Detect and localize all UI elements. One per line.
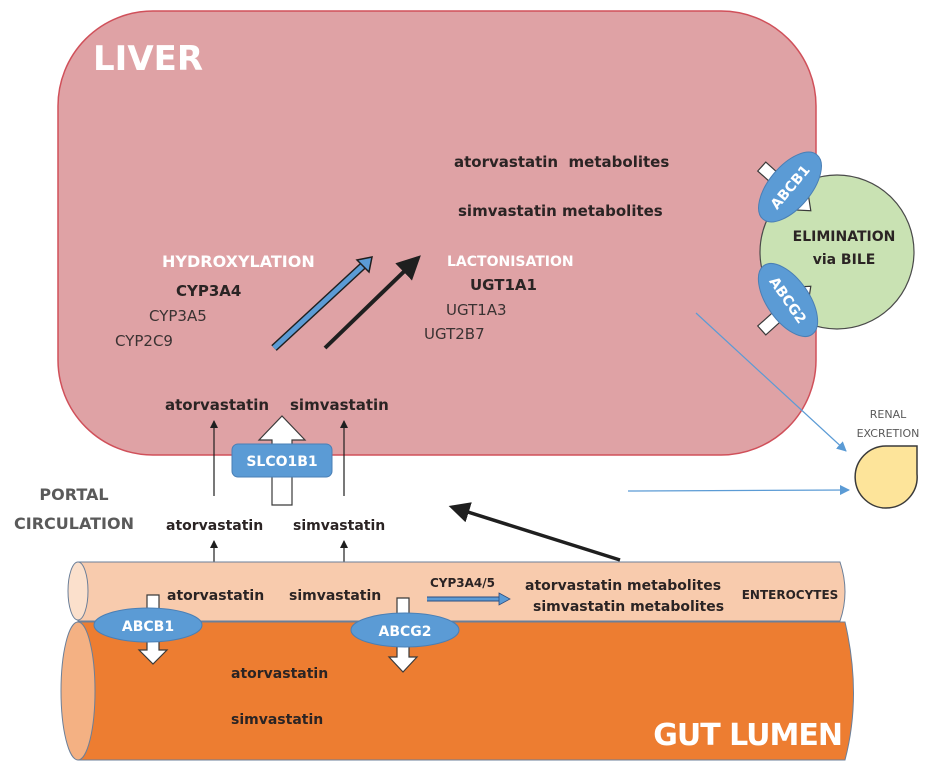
enzyme-cyp3a5: CYP3A5 [149,307,207,325]
arrow-metabolites-to-portal [448,502,621,562]
enterocyte-metabolite-atorvastatin: atorvastatin metabolites [525,578,721,594]
gut-lumen: GUT LUMEN atorvastatin simvastatin [60,621,854,761]
lactonisation-arrow [323,255,421,350]
renal-excretion: RENAL EXCRETION [627,312,920,509]
arrow-circulation-to-renal [627,485,850,496]
arrow-liver-to-renal [695,312,847,452]
portal-label-line2: CIRCULATION [14,514,134,533]
enzyme-cyp3a4: CYP3A4 [176,282,241,300]
gut-lumen-label: GUT LUMEN [653,718,842,753]
svg-text:ABCG2: ABCG2 [378,624,431,640]
renal-label-line1: RENAL [870,408,907,421]
enzyme-cyp2c9: CYP2C9 [115,332,173,350]
svg-text:SLCO1B1: SLCO1B1 [246,454,317,470]
renal-label-line2: EXCRETION [857,427,920,440]
enzyme-ugt2b7: UGT2B7 [424,325,485,343]
gut-drug-simvastatin: simvastatin [231,712,323,728]
renal-shape [854,445,918,509]
bile-elimination: ELIMINATION via BILE ABCB1 ABCG2 [756,151,915,337]
portal-drug-atorvastatin: atorvastatin [166,518,263,534]
enterocyte-metabolism-arrow [427,592,511,606]
transporter-abcg2-gut: ABCG2 [350,612,460,648]
transporter-abcb1-gut: ABCB1 [93,607,203,643]
enterocyte-enzyme-cyp3a4-5: CYP3A4/5 [430,576,495,590]
portal-circulation: PORTAL CIRCULATION SLCO1B1 atorvastatin … [14,415,621,570]
hydroxylation-label: HYDROXYLATION [162,252,315,271]
liver: LIVER atorvastatin metabolites simvastat… [57,10,817,456]
liver-metabolite-simvastatin: simvastatin metabolites [458,202,663,220]
enterocyte-drug-simvastatin: simvastatin [289,588,381,604]
liver-drug-atorvastatin: atorvastatin [165,396,269,414]
hydroxylation-arrow [271,256,373,351]
enzyme-ugt1a1: UGT1A1 [470,276,537,294]
enzyme-ugt1a3: UGT1A3 [446,301,507,319]
enterocytes-label: ENTEROCYTES [742,588,839,602]
portal-label-line1: PORTAL [39,485,108,504]
bile-label-line2: via BILE [813,252,876,268]
enterocyte-metabolite-simvastatin: simvastatin metabolites [533,599,724,615]
portal-drug-simvastatin: simvastatin [293,518,385,534]
enterocytes: ENTEROCYTES atorvastatin simvastatin CYP… [67,561,846,622]
transporter-slco1b1: SLCO1B1 [231,443,333,478]
enterocyte-drug-atorvastatin: atorvastatin [167,588,264,604]
bile-label-line1: ELIMINATION [793,229,896,245]
liver-metabolite-atorvastatin: atorvastatin metabolites [454,153,669,171]
liver-drug-simvastatin: simvastatin [290,396,389,414]
gut-drug-atorvastatin: atorvastatin [231,666,328,682]
lactonisation-label: LACTONISATION [447,254,574,270]
svg-text:ABCB1: ABCB1 [122,619,174,635]
transporter-abcg2-bile: ABCG2 [757,263,819,337]
liver-title: LIVER [93,39,203,79]
